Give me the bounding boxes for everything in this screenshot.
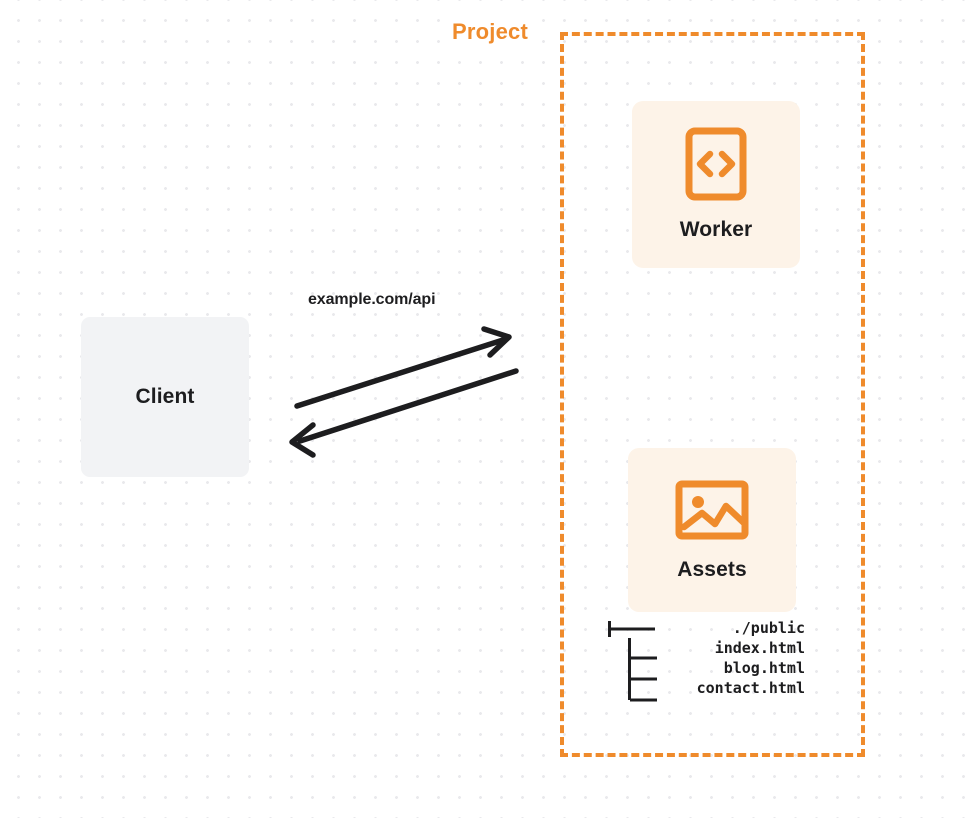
file-tree-row: index.html xyxy=(714,639,805,657)
file-tree-row: contact.html xyxy=(696,679,805,697)
request-arrow xyxy=(294,326,512,409)
file-tree: ./public index.html blog.html contact.ht… xyxy=(600,618,805,698)
assets-card[interactable]: Assets xyxy=(628,448,796,612)
connection-label: example.com/api xyxy=(308,291,436,308)
client-node[interactable]: Client xyxy=(81,317,249,477)
file-tree-connectors xyxy=(608,621,657,702)
file-tree-row: blog.html xyxy=(723,659,805,677)
response-arrow xyxy=(289,368,519,458)
assets-label: Assets xyxy=(677,557,747,581)
file-tree-row: ./public xyxy=(732,619,805,637)
project-title: Project xyxy=(448,19,532,45)
image-icon xyxy=(675,479,749,546)
worker-card[interactable]: Worker xyxy=(632,101,800,268)
code-brackets-icon xyxy=(685,127,747,206)
worker-label: Worker xyxy=(679,218,753,241)
client-label: Client xyxy=(135,385,195,408)
project-group xyxy=(560,32,865,757)
